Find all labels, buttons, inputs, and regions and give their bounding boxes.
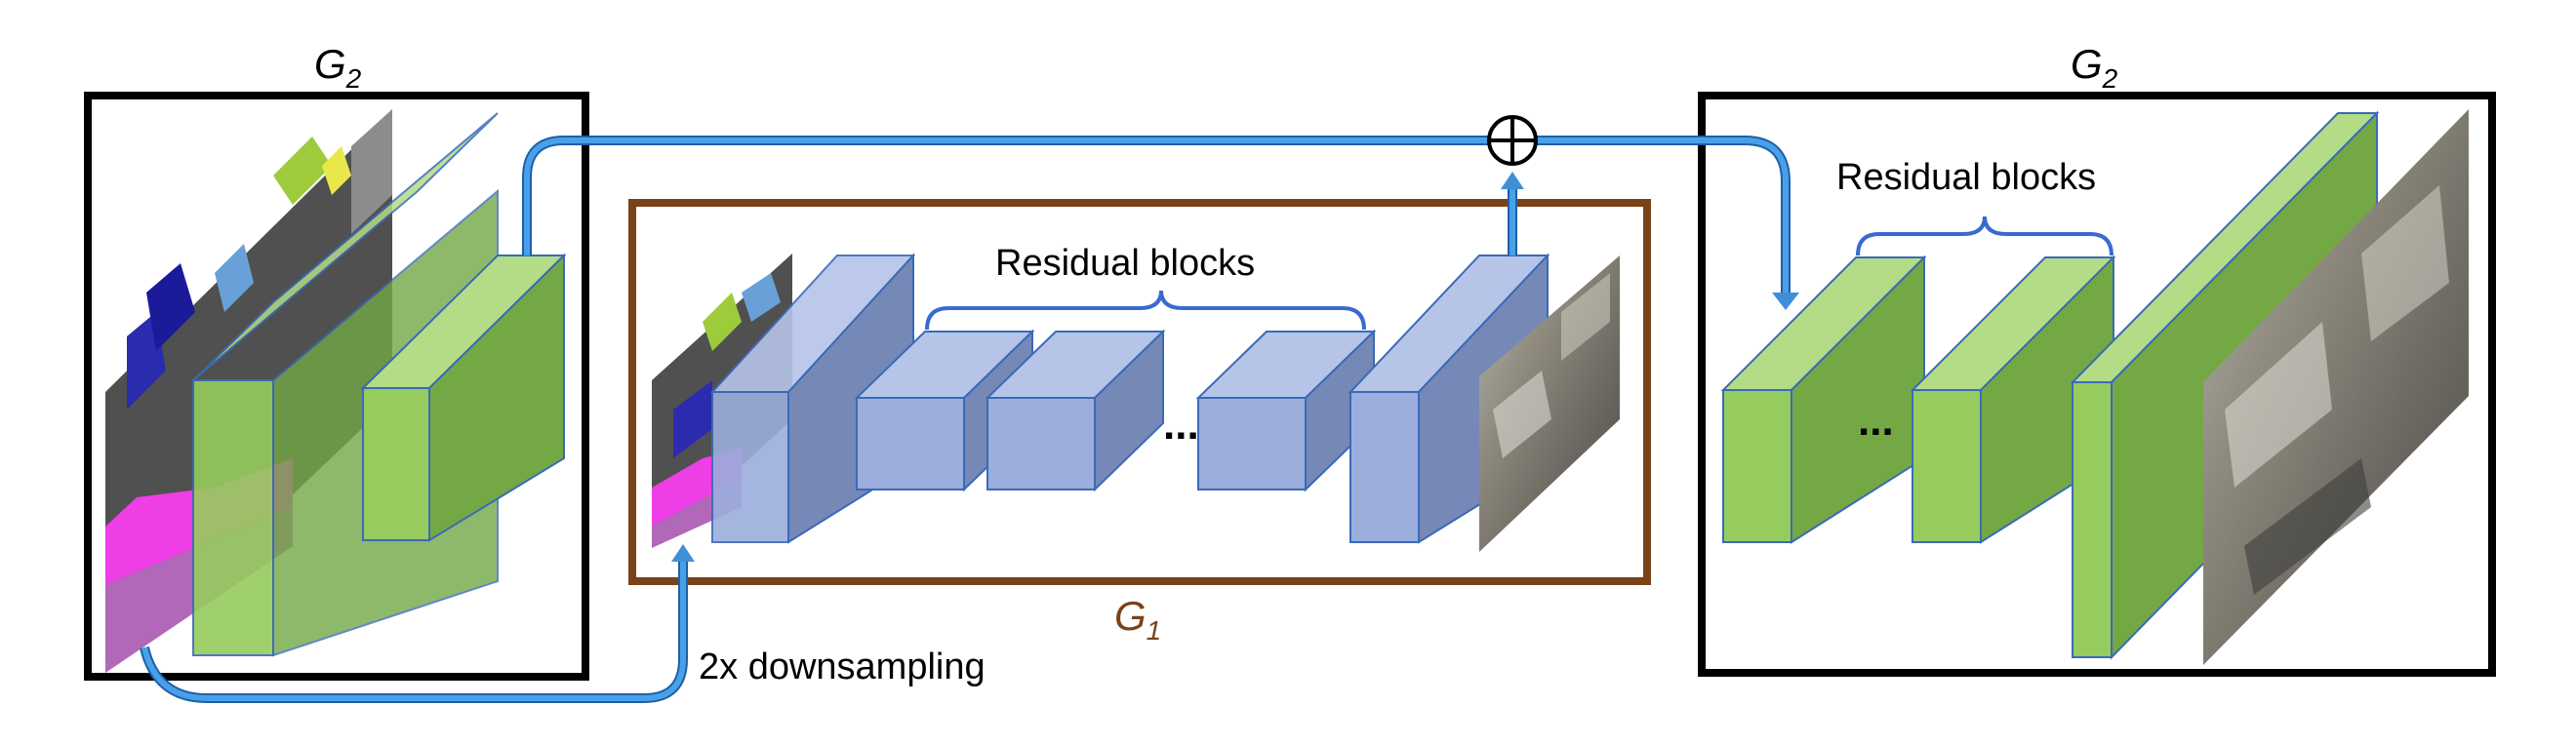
right-residual-block-1 — [1720, 255, 1927, 544]
right-g2-title: G2 — [2071, 41, 2118, 94]
left-g2-module: G2 — [84, 41, 589, 681]
g1-module: G1 ... — [628, 199, 1651, 646]
right-residual-brace — [1856, 216, 2113, 256]
left-g2-title-sub: 2 — [345, 63, 362, 94]
g1-residual-block-2 — [985, 329, 1166, 492]
right-ellipsis: ... — [1858, 397, 1894, 445]
right-output-photo — [2203, 109, 2469, 665]
g1-ellipsis: ... — [1163, 401, 1199, 449]
g1-residual-label: Residual blocks — [995, 243, 1255, 284]
g1-residual-block-n — [1195, 329, 1377, 492]
left-green-conv-block-top — [192, 112, 499, 381]
g1-output-photo — [1479, 255, 1620, 552]
right-g2-frame — [1698, 92, 2496, 677]
g1-frame — [628, 199, 1651, 585]
right-g2-module: G2 ... Residual blocks — [1698, 41, 2496, 677]
left-g2-frame — [84, 92, 589, 681]
downsampling-label: 2x downsampling — [699, 647, 986, 687]
right-residual-block-n — [1910, 255, 2116, 544]
left-g2-title: G2 — [314, 41, 362, 94]
left-green-downsample-block — [360, 253, 567, 542]
g1-residual-brace — [925, 290, 1366, 331]
feature-path-arrowhead — [1772, 293, 1799, 310]
right-residual-label: Residual blocks — [1836, 157, 2096, 198]
sum-node — [1487, 115, 1538, 166]
g1-title: G1 — [1114, 593, 1161, 646]
right-g2-title-sub: 2 — [2102, 63, 2118, 94]
downsampling-arrowhead — [671, 544, 695, 562]
g1-title-sub: 1 — [1147, 615, 1162, 646]
left-green-conv-block-front — [192, 379, 274, 656]
